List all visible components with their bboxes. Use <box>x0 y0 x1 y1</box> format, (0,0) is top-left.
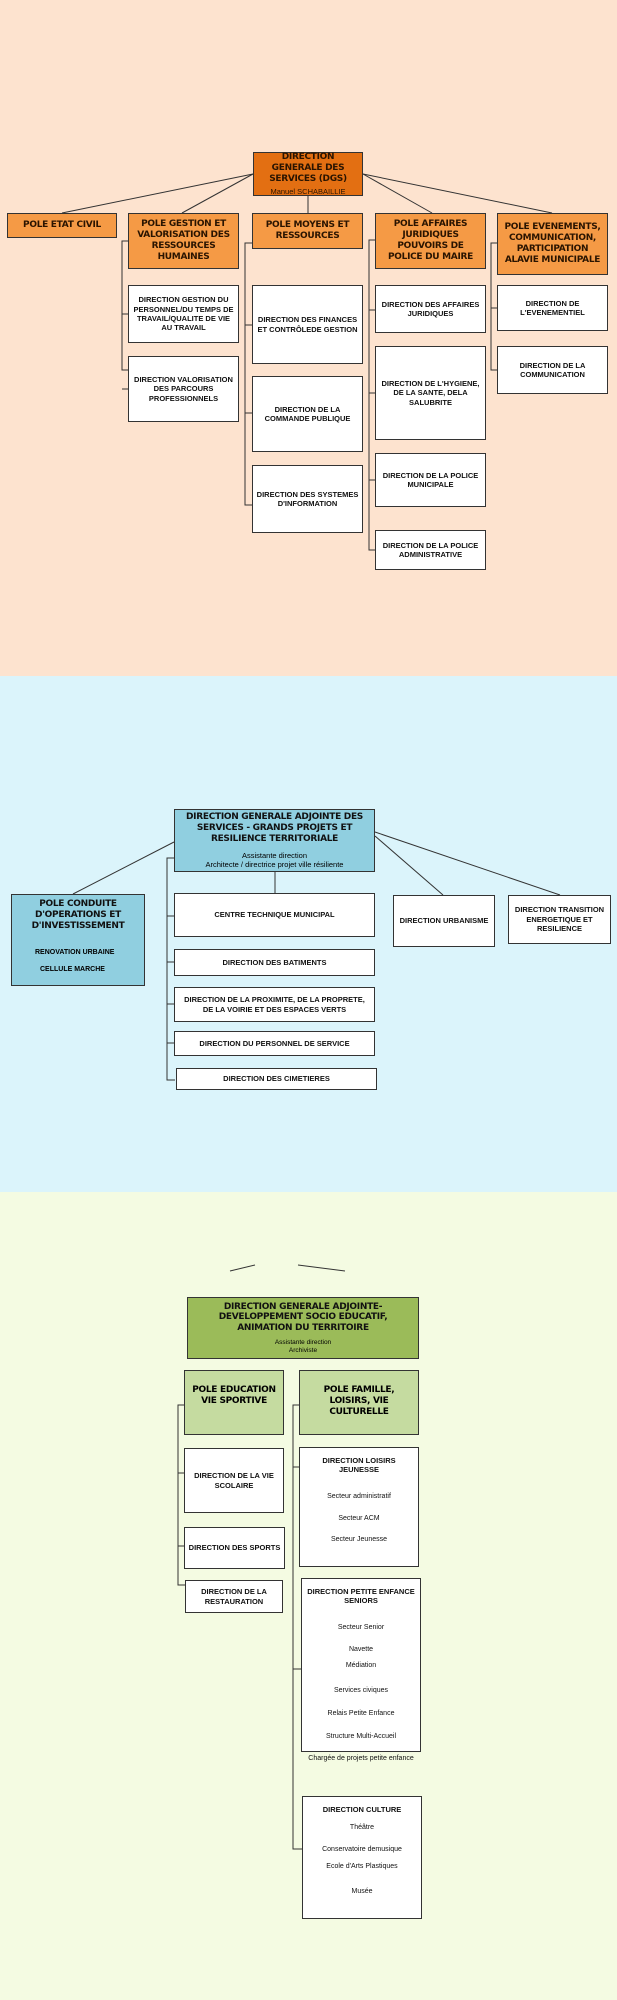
connector-lines <box>177 1264 346 1850</box>
direction-personnel-service: DIRECTION DU PERSONNEL DE SERVICE <box>174 1031 375 1056</box>
direction-cimetieres: DIRECTION DES CIMETIERES <box>176 1068 377 1090</box>
connector-lines <box>72 831 561 1081</box>
navette: Navette <box>348 1645 374 1653</box>
direction-sports: DIRECTION DES SPORTS <box>184 1527 285 1569</box>
pole-education-vie-sportive: POLE EDUCATION VIE SPORTIVE <box>184 1370 284 1435</box>
direction-evenementiel: DIRECTION DE L'EVENEMENTIEL <box>497 285 608 331</box>
direction-transition-energetique: DIRECTION TRANSITION ENERGETIQUE ET RESI… <box>508 895 611 944</box>
conservatoire-musique: Conservatoire demusique <box>322 1846 402 1854</box>
direction-batiments: DIRECTION DES BATIMENTS <box>174 949 375 976</box>
dgs-title: DIRECTION GENERALE DES SERVICES (DGS) <box>269 152 347 184</box>
structure-multi-accueil: Structure Multi-Accueil <box>325 1732 397 1740</box>
secteur-administratif: Secteur administratif <box>327 1492 391 1500</box>
direction-proximite-proprete: DIRECTION DE LA PROXIMITE, DE LA PROPRET… <box>174 987 375 1022</box>
ecole-arts-plastiques: Ecole d'Arts Plastiques <box>326 1862 398 1870</box>
dgas1-assistante: Assistante direction <box>241 850 308 860</box>
pole-conduite-operations: POLE CONDUITE D'OPERATIONS ET D'INVESTIS… <box>11 894 145 986</box>
dgas-socio-educatif-section: DIRECTION GENERALE ADJOINTE-DEVELOPPEMEN… <box>0 1192 617 2000</box>
direction-valorisation-parcours: DIRECTION VALORISATION DES PARCOURS PROF… <box>128 356 239 422</box>
dgas-grands-projets-title: DIRECTION GENERALE ADJOINTE DES SERVICES… <box>186 812 363 844</box>
secteur-jeunesse: Secteur Jeunesse <box>330 1536 388 1544</box>
pole-affaires-juridiques: POLE AFFAIRES JURIDIQUES POUVOIRS DE POL… <box>375 213 486 269</box>
direction-gestion-personnel: DIRECTION GESTION DU PERSONNEL/DU TEMPS … <box>128 285 239 343</box>
relais-petite-enfance: Relais Petite Enfance <box>327 1709 395 1717</box>
direction-police-administrative: DIRECTION DE LA POLICE ADMINISTRATIVE <box>375 530 486 570</box>
mediation: Médiation <box>345 1662 377 1670</box>
direction-systemes-information: DIRECTION DES SYSTEMES D'INFORMATION <box>252 465 363 533</box>
direction-finances: DIRECTION DES FINANCES ET CONTRÔLEDE GES… <box>252 285 363 364</box>
direction-affaires-juridiques: DIRECTION DES AFFAIRES JURIDIQUES <box>375 285 486 333</box>
dgas-socio-educatif-title-box: DIRECTION GENERALE ADJOINTE-DEVELOPPEMEN… <box>187 1297 419 1359</box>
connector-lines <box>61 173 553 551</box>
services-civiques: Services civiques <box>333 1687 389 1694</box>
dgas2-assistante: Assistante direction <box>274 1338 332 1346</box>
renovation-urbaine: RENOVATION URBAINE <box>35 949 115 957</box>
direction-urbanisme: DIRECTION URBANISME <box>393 895 495 947</box>
direction-commande-publique: DIRECTION DE LA COMMANDE PUBLIQUE <box>252 376 363 452</box>
dgas-socio-educatif-title: DIRECTION GENERALE ADJOINTE-DEVELOPPEMEN… <box>218 1301 388 1334</box>
direction-culture-label: DIRECTION CULTURE <box>322 1805 402 1814</box>
dgs-title-box: DIRECTION GENERALE DES SERVICES (DGS) Ma… <box>253 152 363 196</box>
direction-culture: DIRECTION CULTURE Théâtre Conservatoire … <box>302 1796 422 1919</box>
direction-vie-scolaire: DIRECTION DE LA VIE SCOLAIRE <box>184 1448 284 1513</box>
theatre: Théâtre <box>349 1824 375 1832</box>
direction-loisirs-jeunesse: DIRECTION LOISIRS JEUNESSE Secteur admin… <box>299 1447 419 1567</box>
direction-communication: DIRECTION DE LA COMMUNICATION <box>497 346 608 394</box>
dgas1-architecte: Architecte / directrice projet ville rés… <box>205 859 344 869</box>
pole-conduite-operations-label: POLE CONDUITE D'OPERATIONS ET D'INVESTIS… <box>31 899 125 931</box>
musee: Musée <box>351 1887 373 1895</box>
direction-petite-enfance-seniors-label: DIRECTION PETITE ENFANCE SENIORS <box>307 1587 415 1606</box>
dgas-grands-projets-section: DIRECTION GENERALE ADJOINTE DES SERVICES… <box>0 676 617 1192</box>
direction-hygiene-sante: DIRECTION DE L'HYGIENE, DE LA SANTE, DEL… <box>375 346 486 440</box>
pole-famille-loisirs: POLE FAMILLE, LOISIRS, VIE CULTURELLE <box>299 1370 419 1435</box>
direction-restauration: DIRECTION DE LA RESTAURATION <box>185 1580 283 1613</box>
pole-gestion-rh: POLE GESTION ET VALORISATION DES RESSOUR… <box>128 213 239 269</box>
centre-technique-municipal: CENTRE TECHNIQUE MUNICIPAL <box>174 893 375 937</box>
direction-petite-enfance-seniors: DIRECTION PETITE ENFANCE SENIORS Secteur… <box>301 1578 421 1762</box>
direction-loisirs-jeunesse-label: DIRECTION LOISIRS JEUNESSE <box>322 1456 396 1475</box>
pole-moyens-ressources: POLE MOYENS ET RESSOURCES <box>252 213 363 249</box>
dgas2-archiviste: Archiviste <box>288 1346 318 1354</box>
chargee-projets-petite-enfance: Chargée de projets petite enfance <box>308 1755 414 1763</box>
dgs-name: Manuel SCHABAILLIE <box>270 186 346 196</box>
dgas-grands-projets-title-box: DIRECTION GENERALE ADJOINTE DES SERVICES… <box>174 809 375 872</box>
secteur-acm: Secteur ACM <box>338 1514 380 1522</box>
dgs-section: DIRECTION GENERALE DES SERVICES (DGS) Ma… <box>0 0 617 676</box>
pole-evenements-communication: POLE EVENEMENTS, COMMUNICATION, PARTICIP… <box>497 213 608 275</box>
secteur-senior: Secteur Senior <box>337 1623 385 1631</box>
direction-police-municipale: DIRECTION DE LA POLICE MUNICIPALE <box>375 453 486 507</box>
cellule-marche: CELLULE MARCHE <box>40 966 105 974</box>
pole-etat-civil: POLE ETAT CIVIL <box>7 213 117 238</box>
